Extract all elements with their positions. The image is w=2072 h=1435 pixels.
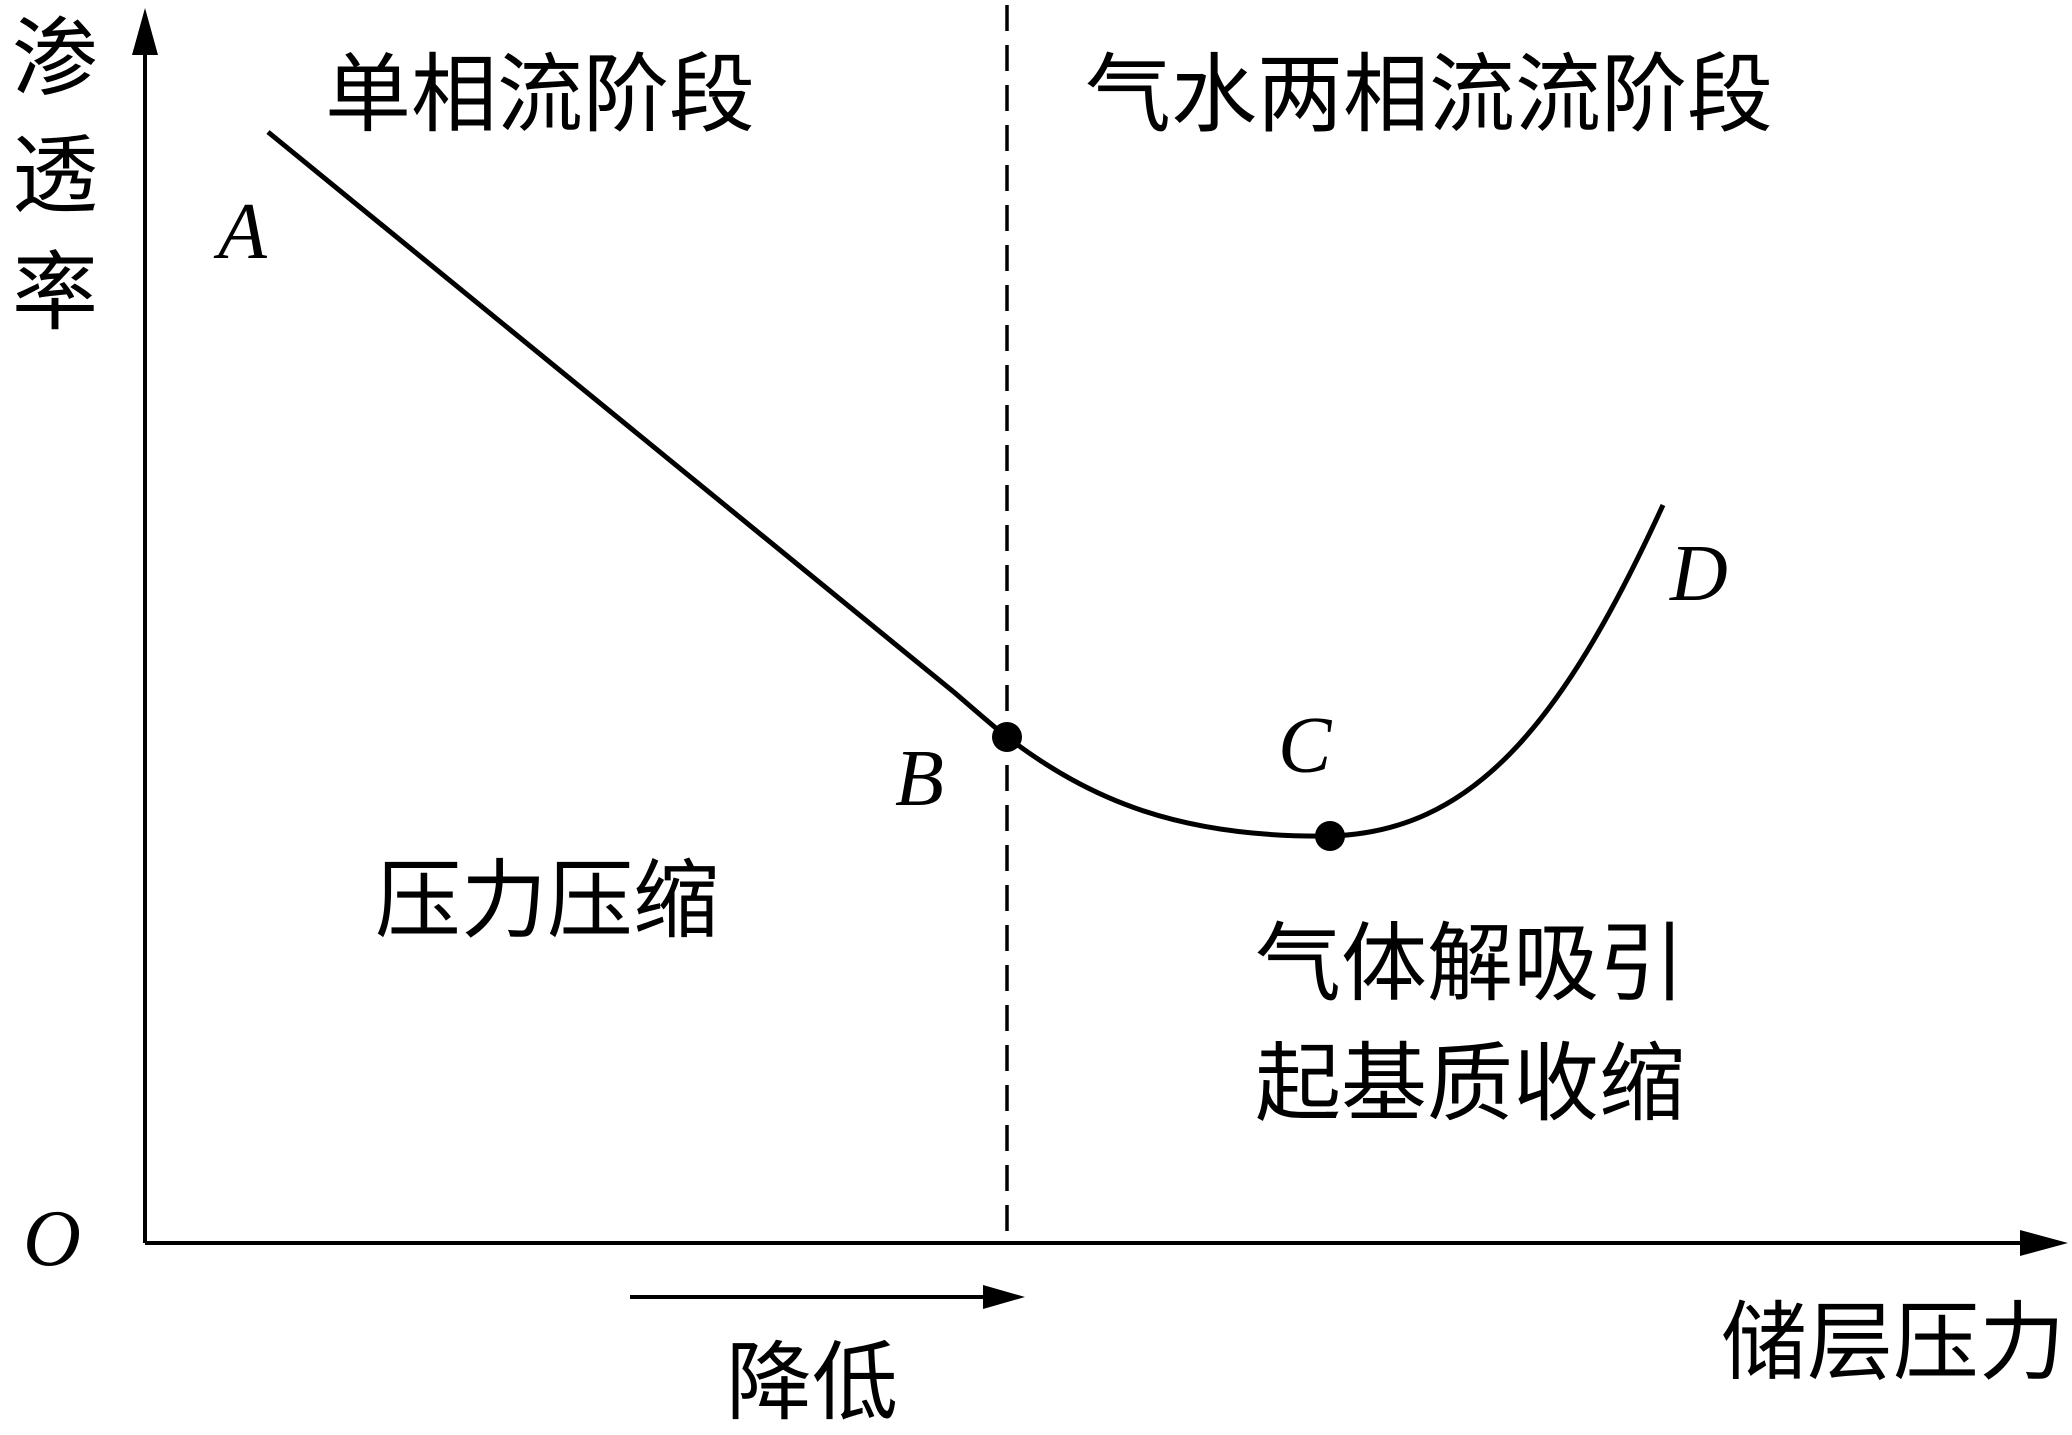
permeability-curve: [266, 130, 1666, 839]
x-axis-arrow-icon: [2020, 1230, 2068, 1256]
y-axis-label-char-2: 透: [12, 126, 98, 226]
y-axis-label-char-1: 渗: [12, 9, 98, 109]
point-a-label: A: [213, 188, 268, 276]
point-c-marker: [1315, 821, 1345, 851]
direction-arrow-icon: [983, 1285, 1025, 1309]
direction-label: 降低: [726, 1333, 898, 1430]
right-stage-title: 气水两相流流阶段: [1085, 45, 1773, 145]
x-axis-label: 储层压力: [1721, 1293, 2065, 1393]
y-axis-label-char-3: 率: [12, 243, 98, 343]
point-b-marker: [992, 722, 1022, 752]
y-axis-arrow-icon: [132, 8, 158, 55]
origin-label: O: [23, 1195, 81, 1283]
left-stage-title: 单相流阶段: [325, 45, 755, 145]
right-mechanism-line1: 气体解吸引: [1255, 914, 1685, 1014]
right-mechanism-line2: 起基质收缩: [1255, 1034, 1685, 1134]
point-c-label: C: [1278, 702, 1333, 790]
left-mechanism-label: 压力压缩: [375, 851, 719, 951]
point-b-label: B: [895, 735, 944, 823]
point-d-label: D: [1669, 530, 1728, 618]
